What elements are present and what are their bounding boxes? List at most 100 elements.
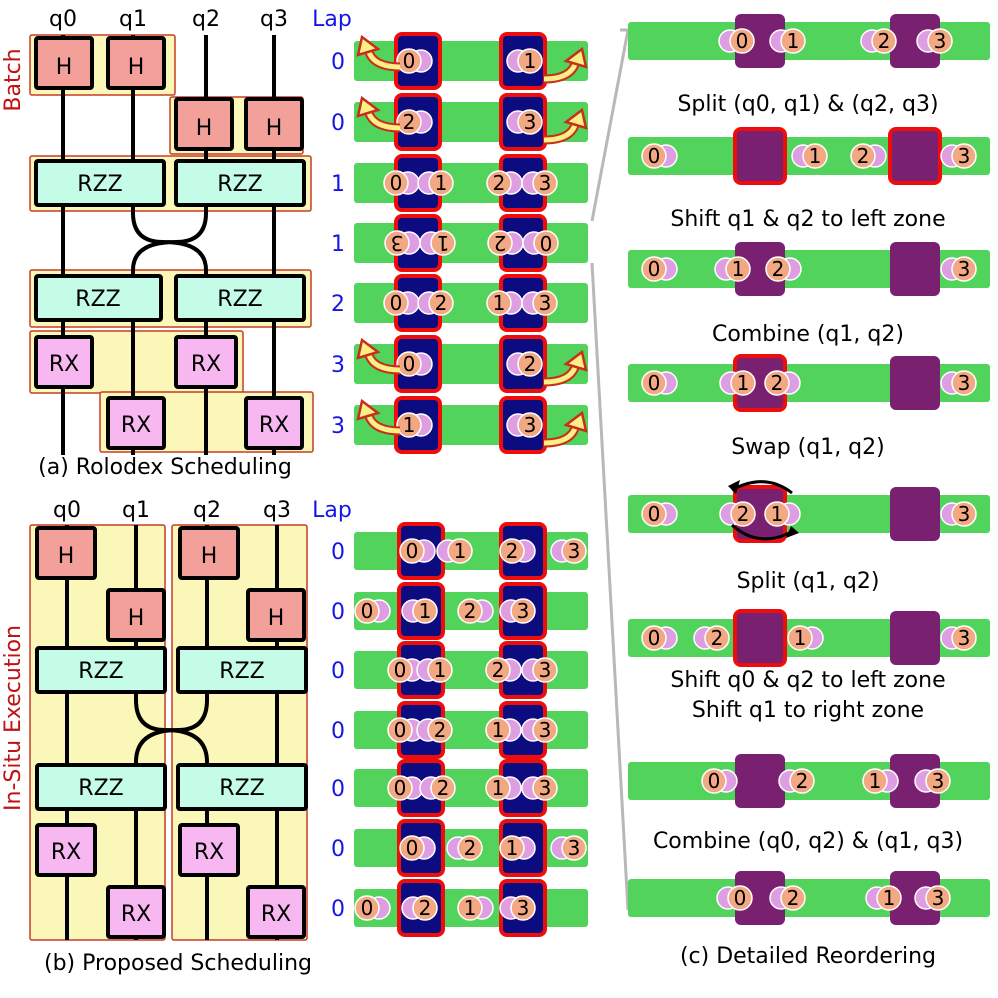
gate-zone: [888, 127, 942, 185]
ion: [532, 657, 558, 683]
ion-label: 3: [934, 29, 947, 53]
gate-zone: [735, 754, 785, 808]
ion-label: 3: [932, 886, 945, 910]
rzz-gate: [174, 159, 306, 207]
lap-arrow-head: [356, 337, 381, 360]
ion: [384, 230, 410, 256]
ion: [925, 768, 951, 794]
swap-arrow-head: [728, 480, 740, 494]
rolodex-qubit-labels: q0 q1 q2 q3: [49, 7, 288, 32]
rolodex-panel: H H H H RZZ RZZ RZZ RZZ RX RX RX RX q0: [1, 7, 588, 480]
lap-number: 0: [331, 50, 345, 75]
rzz-gate: [34, 159, 166, 207]
ion: [730, 370, 756, 396]
ion: [412, 895, 438, 921]
ion: [517, 109, 543, 135]
ion-label: 1: [454, 539, 467, 563]
lap-number: 0: [331, 897, 345, 922]
ion-label: 3: [539, 658, 552, 682]
rzz-gate-label: RZZ: [77, 172, 122, 197]
h-gate-label: H: [56, 55, 73, 80]
ion-label: 2: [419, 896, 432, 920]
ion-label: 1: [732, 257, 745, 281]
ion-label: 2: [434, 718, 447, 742]
ion: [499, 538, 525, 564]
qubit-label: q0: [53, 498, 81, 523]
rx-gate-label: RX: [194, 840, 224, 865]
step-label: Combine (q0, q2) & (q1, q3): [653, 829, 963, 854]
step-label: Combine (q1, q2): [712, 322, 904, 347]
ion: [517, 48, 543, 74]
ion-label: 0: [648, 371, 661, 395]
lap-number: 0: [331, 777, 345, 802]
rx-gate-label: RX: [121, 902, 151, 927]
ion: [428, 170, 454, 196]
ion-label: 3: [517, 599, 530, 623]
rzz-gate-label: RZZ: [219, 776, 264, 801]
ion-label: 0: [403, 352, 416, 376]
rolodex-wires: [61, 35, 276, 455]
ion: [701, 768, 727, 794]
insitu-side-label: In-Situ Execution: [1, 625, 26, 811]
ion: [486, 290, 512, 316]
ion-label: 2: [435, 291, 448, 315]
h-gate-label: H: [196, 116, 213, 141]
gate-zone: [890, 14, 940, 68]
ion-label: 3: [539, 776, 552, 800]
h-gate-label: H: [58, 544, 75, 569]
h-gate: [34, 36, 94, 90]
ion: [641, 625, 667, 651]
ion: [485, 775, 511, 801]
ion: [802, 143, 828, 169]
ion: [927, 28, 953, 54]
h-gate-label: H: [266, 116, 283, 141]
h-gate: [106, 36, 166, 90]
gate-zone: [733, 609, 787, 667]
step-label: Swap (q1, q2): [731, 435, 884, 460]
ion-label: 1: [492, 718, 505, 742]
ion: [428, 290, 454, 316]
rx-gate-label: RX: [191, 352, 221, 377]
ion: [517, 351, 543, 377]
ion-label: 0: [394, 776, 407, 800]
insitu-lap-header: Lap: [312, 498, 352, 523]
ion: [399, 538, 425, 564]
h-gate: [174, 97, 234, 151]
rx-gate: [35, 823, 97, 877]
ion: [532, 290, 558, 316]
rx-gate-label: RX: [261, 902, 291, 927]
ion-label: 3: [391, 231, 404, 255]
ion-label: 2: [493, 171, 506, 195]
ion: [387, 717, 413, 743]
rolodex-gates: H H H H RZZ RZZ RZZ RZZ RX RX RX RX: [34, 36, 306, 450]
gate-zone: [890, 242, 940, 296]
rzz-gate-label: RZZ: [75, 287, 120, 312]
rzz-gate: [35, 763, 167, 811]
rx-gate-label: RX: [121, 413, 151, 438]
ion-label: 0: [734, 886, 747, 910]
ion: [457, 835, 483, 861]
lap-arrow-head: [563, 349, 588, 372]
rx-gate: [106, 885, 166, 939]
ion: [487, 230, 513, 256]
ion-label: 0: [361, 599, 374, 623]
ion: [532, 170, 558, 196]
lap-number: 1: [331, 232, 345, 257]
ion: [396, 109, 422, 135]
ion: [871, 28, 897, 54]
rzz-gate-label: RZZ: [217, 287, 262, 312]
ion-label: 0: [648, 257, 661, 281]
ion-label: 0: [648, 144, 661, 168]
ion-label: 2: [464, 836, 477, 860]
ion-label: 3: [524, 110, 537, 134]
gate-zone: [735, 14, 785, 68]
rx-gate-label: RX: [49, 352, 79, 377]
ion-label: 0: [406, 539, 419, 563]
ion: [764, 370, 790, 396]
